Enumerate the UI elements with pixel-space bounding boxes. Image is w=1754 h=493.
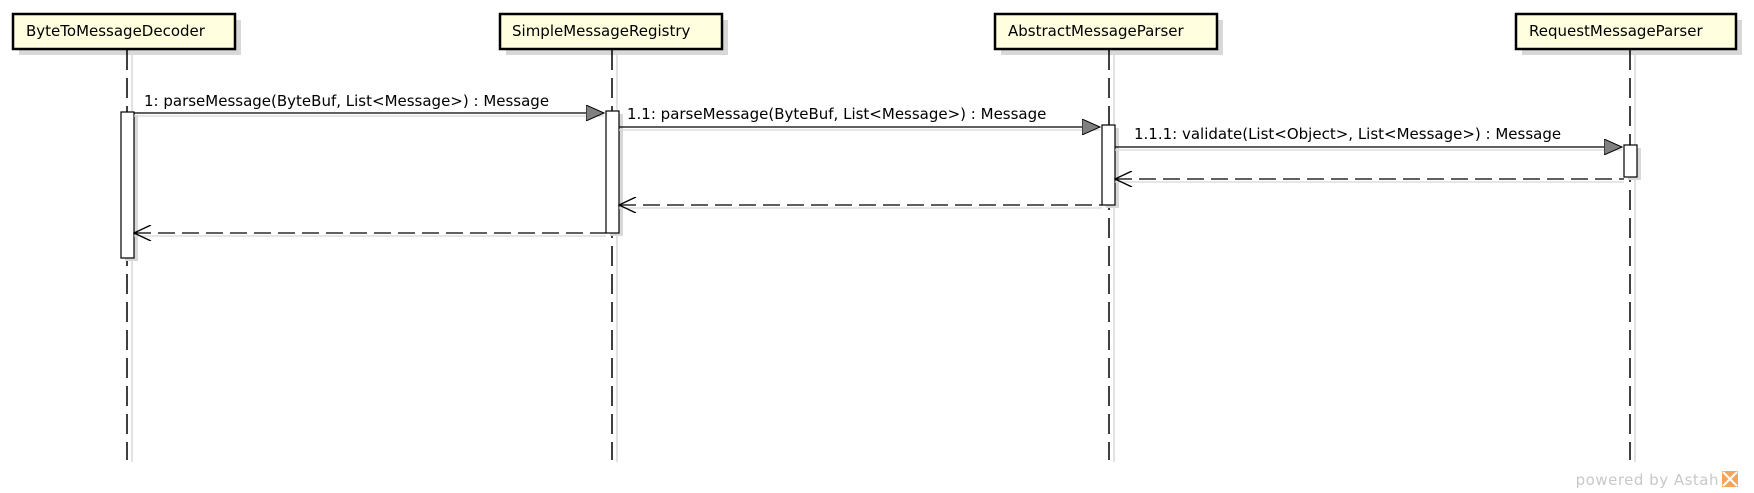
watermark-text: powered by Astah (1576, 471, 1719, 489)
return-1-1-1[interactable] (1115, 179, 1624, 182)
lifeline-abstract-message-parser[interactable]: AbstractMessageParser (993, 12, 1223, 462)
message-1-1-call[interactable]: 1.1: parseMessage(ByteBuf, List<Message>… (619, 105, 1100, 130)
lifeline-header-box[interactable] (1514, 12, 1738, 51)
message-1-1-1-call[interactable]: 1.1.1: validate(List<Object>, List<Messa… (1115, 125, 1622, 150)
return-1[interactable] (134, 233, 606, 236)
message-label: 1: parseMessage(ByteBuf, List<Message>) … (144, 92, 549, 110)
activation-bar[interactable] (1623, 144, 1638, 178)
lifeline-simple-message-registry[interactable]: SimpleMessageRegistry (498, 12, 728, 462)
lifeline-header-box[interactable] (993, 12, 1219, 51)
lifeline-name: AbstractMessageParser (1008, 22, 1184, 40)
astah-watermark: powered by Astah (1576, 471, 1738, 489)
astah-logo-icon (1722, 471, 1738, 487)
lifeline-name: RequestMessageParser (1529, 22, 1703, 40)
activation-bar[interactable] (1101, 124, 1116, 206)
message-label: 1.1: parseMessage(ByteBuf, List<Message>… (627, 105, 1046, 123)
activation-bar[interactable] (120, 111, 135, 259)
lifeline-name: SimpleMessageRegistry (512, 22, 690, 40)
lifeline-header-box[interactable] (498, 12, 724, 51)
message-1-call[interactable]: 1: parseMessage(ByteBuf, List<Message>) … (134, 92, 604, 116)
message-label: 1.1.1: validate(List<Object>, List<Messa… (1134, 125, 1561, 143)
lifeline-header-box[interactable] (11, 12, 237, 51)
activation-bar[interactable] (605, 110, 620, 234)
lifeline-name: ByteToMessageDecoder (26, 22, 206, 40)
return-1-1[interactable] (619, 205, 1102, 208)
lifeline-byte-to-message-decoder[interactable]: ByteToMessageDecoder (11, 12, 241, 462)
lifeline-request-message-parser[interactable]: RequestMessageParser (1514, 12, 1742, 462)
